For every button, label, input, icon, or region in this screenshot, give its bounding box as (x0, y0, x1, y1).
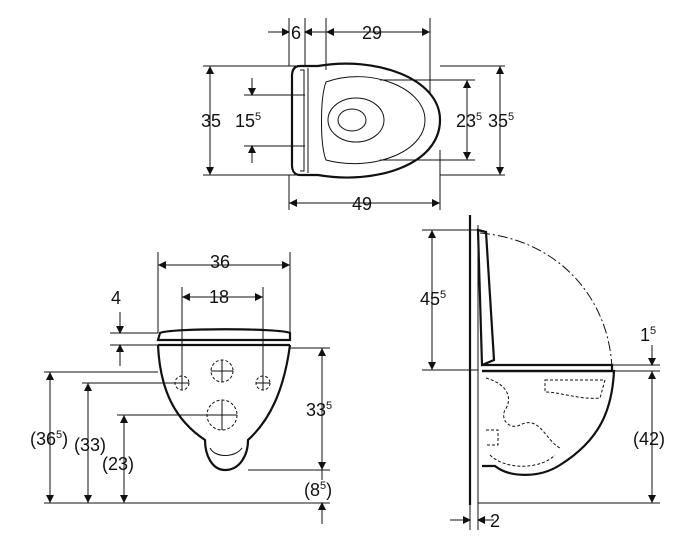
top-bowl-outline (290, 62, 442, 179)
side-bowl (482, 369, 616, 476)
top-bowl-opening (327, 97, 385, 143)
front-dim-8-5: (85) (304, 480, 332, 500)
front-view: 36 18 4 335 (365) (33) (23) (30, 252, 332, 524)
side-view: 455 15 (42) 2 (420, 215, 665, 531)
top-drain-hole (337, 108, 367, 132)
front-dim-36-5: (365) (30, 429, 68, 449)
front-fixing-holes (174, 359, 271, 431)
top-dim-23-5: 235 (456, 111, 482, 131)
top-dim-35-5: 355 (488, 111, 514, 131)
top-dim-29: 29 (362, 23, 382, 43)
side-dim-2: 2 (490, 511, 500, 531)
front-dim-4: 4 (111, 288, 121, 308)
front-bowl (156, 344, 292, 472)
front-dim-23: (23) (102, 454, 134, 474)
front-seat (156, 328, 292, 342)
top-inner-rim (321, 76, 426, 164)
front-dim-36: 36 (210, 252, 230, 272)
side-raised-lid (476, 228, 496, 367)
side-lid-arc (479, 232, 613, 371)
side-dim-45-5: 455 (420, 289, 446, 309)
top-seat-edge (300, 69, 305, 172)
side-dim-42: (42) (633, 429, 665, 449)
side-dim-1-5: 15 (640, 325, 656, 345)
top-view: 6 29 35 155 235 355 49 (201, 18, 514, 214)
front-dim-33-5: 335 (306, 400, 332, 420)
front-dim-18: 18 (209, 287, 229, 307)
top-dim-6: 6 (291, 23, 301, 43)
front-dim-33: (33) (74, 435, 106, 455)
top-dim-35-left: 35 (201, 111, 221, 131)
top-dim-49: 49 (352, 194, 372, 214)
top-dim-15-5: 155 (235, 111, 261, 131)
